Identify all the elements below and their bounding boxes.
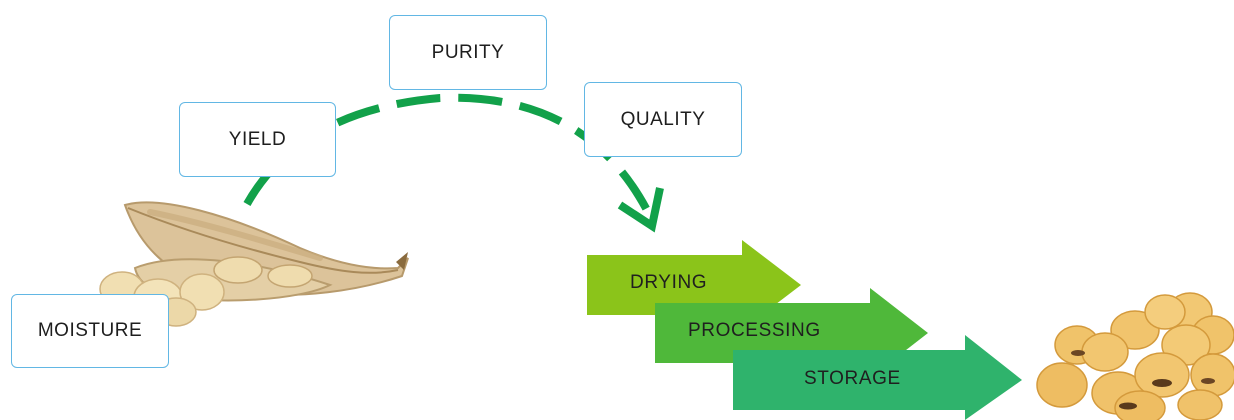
quality-label: QUALITY: [620, 108, 706, 130]
moisture-label: MOISTURE: [37, 320, 143, 341]
purity-label: PURITY: [431, 41, 505, 63]
quality-label-box: QUALITY: [584, 82, 742, 157]
soybean-pod-icon: [99, 201, 409, 327]
storage-label: STORAGE: [804, 368, 901, 389]
yield-label-box: YIELD: [179, 102, 336, 177]
storage-arrow: [733, 335, 1022, 420]
moisture-label-box: MOISTURE: [11, 294, 169, 368]
soybean-pile-icon: [1036, 292, 1234, 420]
processing-label: PROCESSING: [688, 320, 821, 341]
yield-label: YIELD: [228, 128, 287, 150]
purity-label-box: PURITY: [389, 15, 547, 90]
drying-label: DRYING: [630, 272, 708, 293]
